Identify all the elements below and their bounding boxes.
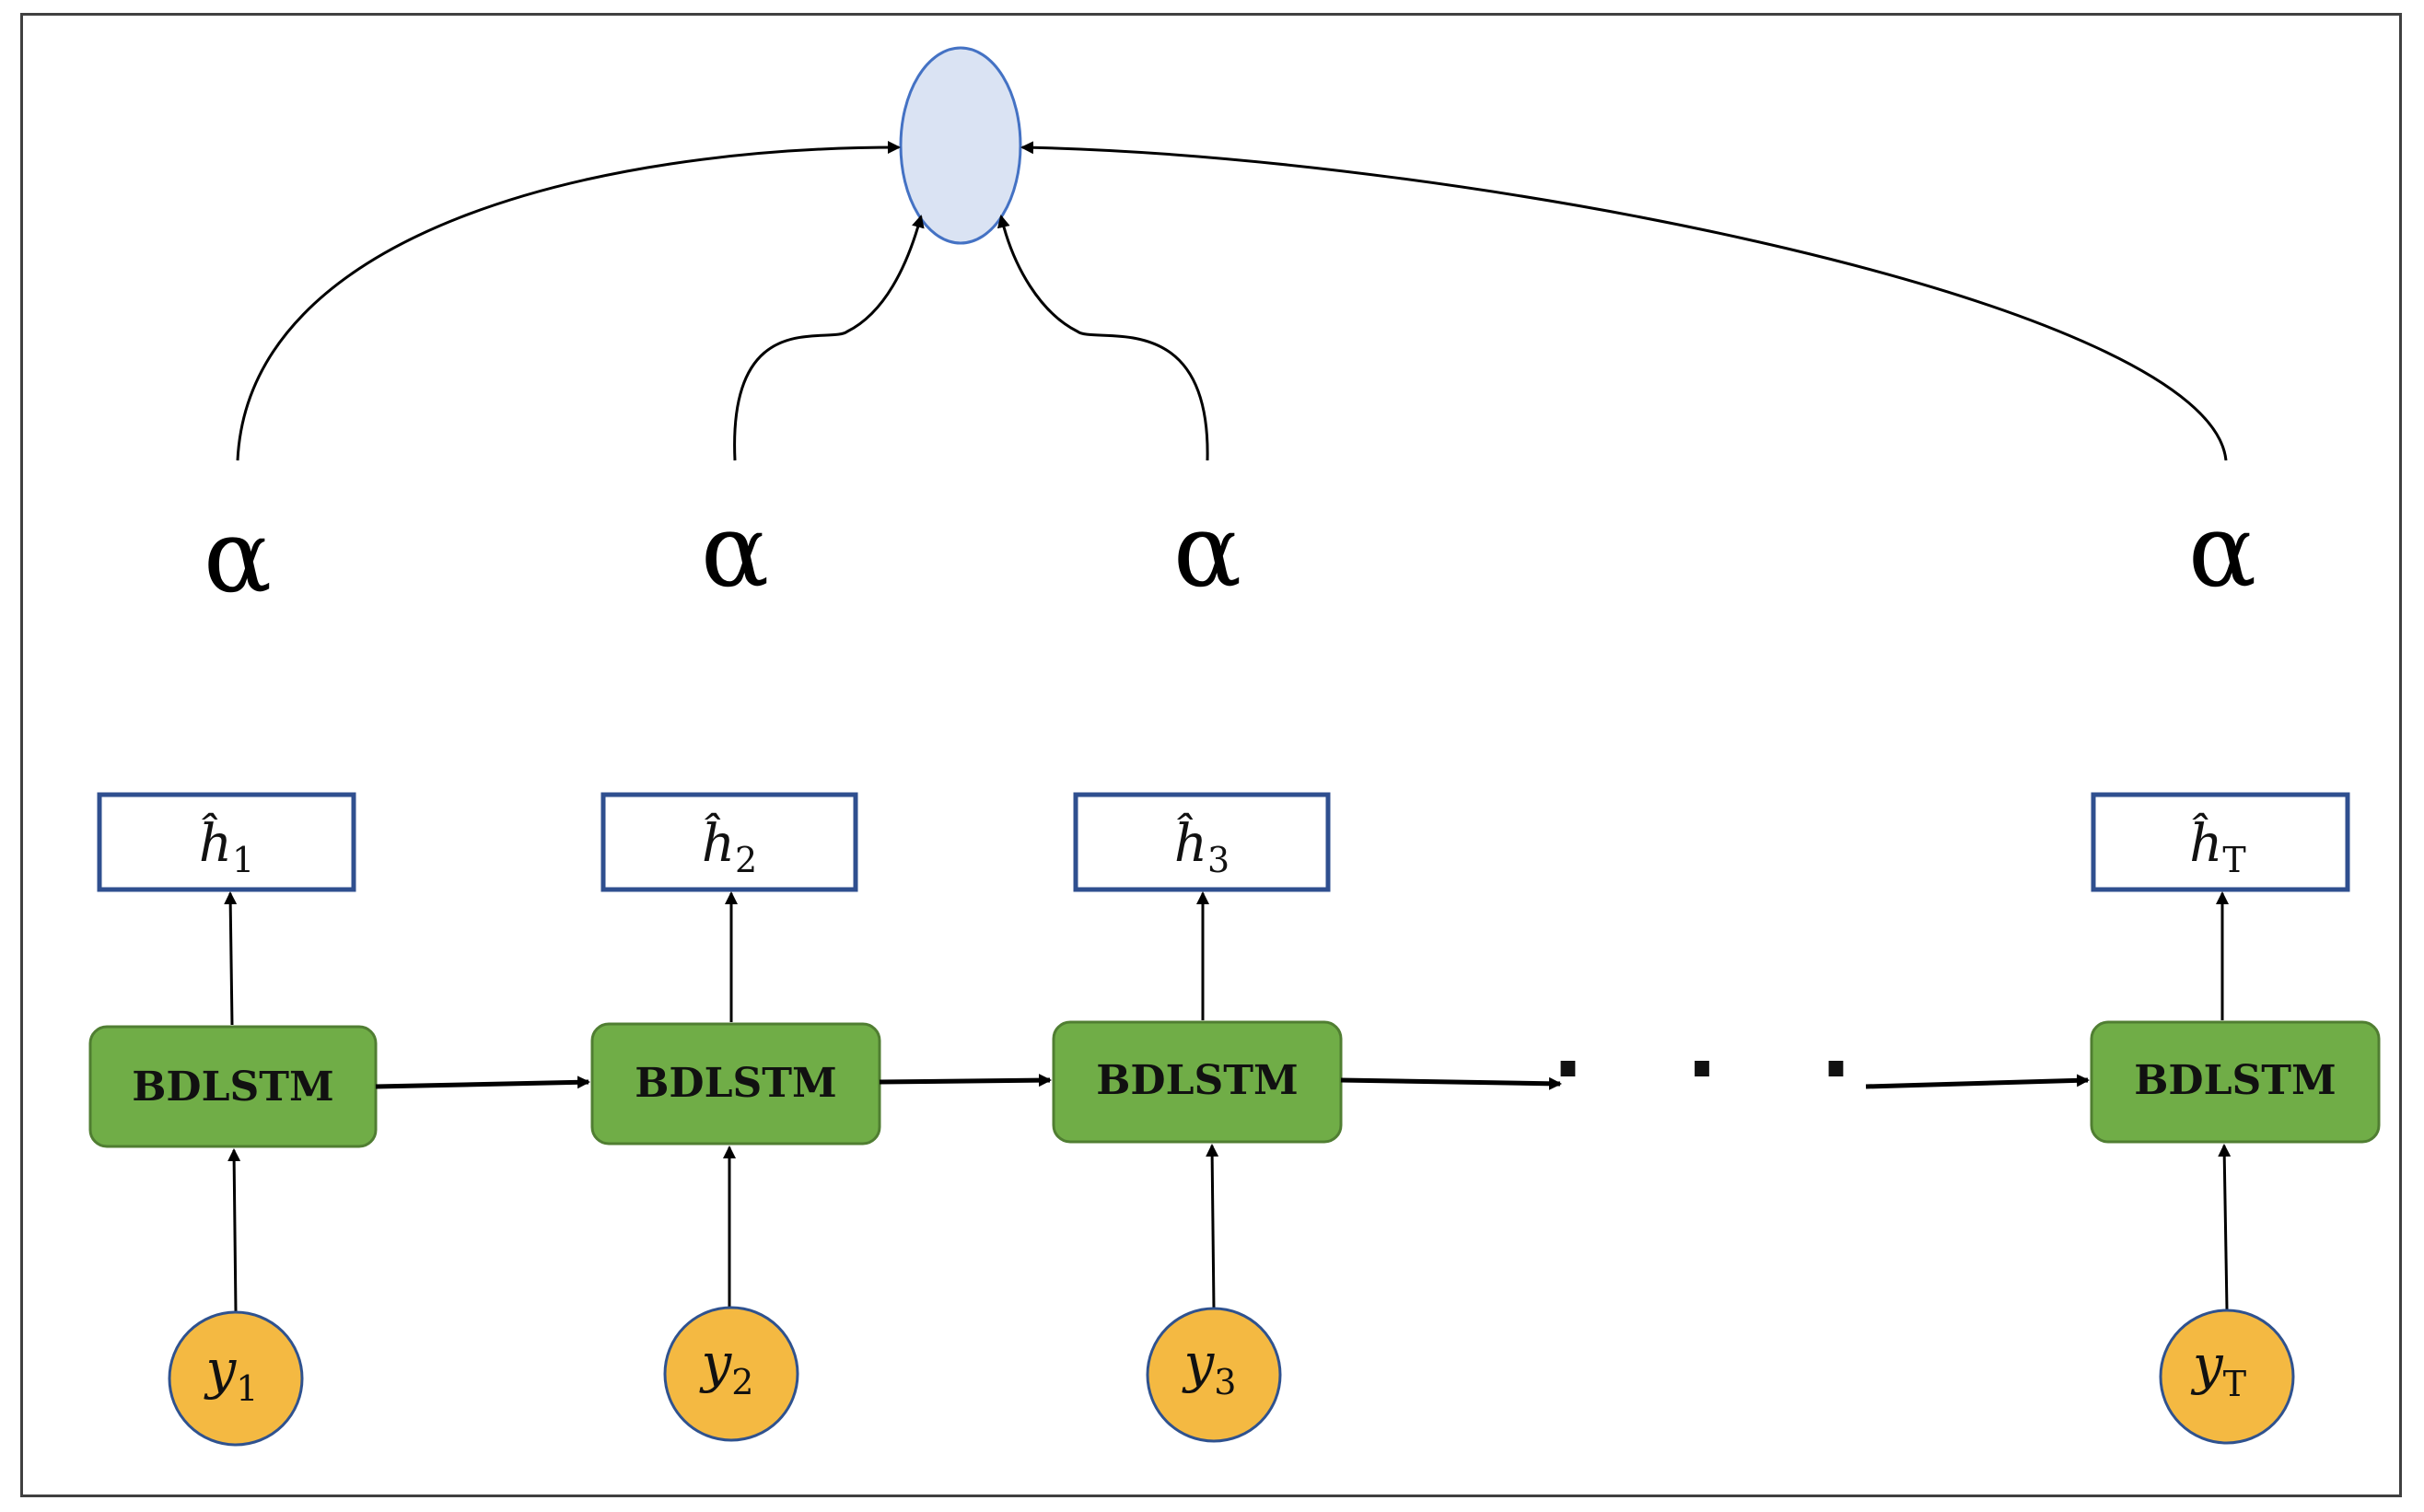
attention-node (899, 46, 1022, 245)
hidden-state-box-1 (97, 792, 356, 892)
alpha-label-2: α (701, 492, 769, 610)
input-node-1 (168, 1310, 304, 1447)
hidden-state-box-T (2091, 792, 2350, 892)
input-label-1: y1 (204, 1338, 259, 1409)
input-to-lstm-arrow-T (2218, 1144, 2232, 1310)
attention-arrow-3 (996, 215, 1209, 461)
alpha-label-4: α (2188, 492, 2256, 610)
attention-arrow-4 (1020, 141, 2228, 461)
bdlstm-box-T (2090, 1020, 2381, 1144)
bdlstm-label-2: BDLSTM (635, 1060, 837, 1107)
recurrent-arrow-1-2 (375, 1076, 590, 1089)
input-node-3 (1146, 1307, 1282, 1443)
hidden-state-label-T: ĥT (2189, 813, 2245, 880)
attention-arrow-1 (236, 141, 901, 461)
bdlstm-label-1: BDLSTM (132, 1064, 334, 1111)
input-label-3: y3 (1182, 1332, 1237, 1402)
input-node-T (2159, 1308, 2295, 1445)
bdlstm-label-3: BDLSTM (1096, 1057, 1299, 1104)
alpha-label-1: α (204, 497, 272, 615)
hidden-state-label-3: ĥ3 (1174, 813, 1229, 880)
recurrent-arrow-ellipsis-T (1865, 1074, 2090, 1089)
input-to-lstm-arrow-3 (1206, 1144, 1219, 1310)
sequence-ellipsis: · · · (1552, 1021, 1888, 1118)
hidden-state-label-1: ĥ1 (199, 813, 254, 880)
input-label-T: yT (2190, 1333, 2246, 1404)
lstm-to-hidden-arrow-1 (224, 891, 238, 1026)
input-node-2 (663, 1306, 799, 1442)
hidden-state-box-2 (600, 792, 858, 892)
hidden-state-box-3 (1073, 792, 1331, 892)
diagram-frame (20, 13, 2402, 1497)
hidden-state-label-2: ĥ2 (702, 813, 757, 880)
bdlstm-box-2 (590, 1022, 881, 1146)
attention-arrow-2 (733, 215, 925, 461)
input-label-2: y2 (699, 1332, 754, 1402)
alpha-label-3: α (1173, 492, 1241, 610)
recurrent-arrow-2-3 (879, 1074, 1052, 1087)
bdlstm-label-T: BDLSTM (2134, 1057, 2337, 1104)
input-to-lstm-arrow-1 (227, 1148, 241, 1313)
recurrent-arrow-3-ellipsis (1340, 1076, 1562, 1090)
